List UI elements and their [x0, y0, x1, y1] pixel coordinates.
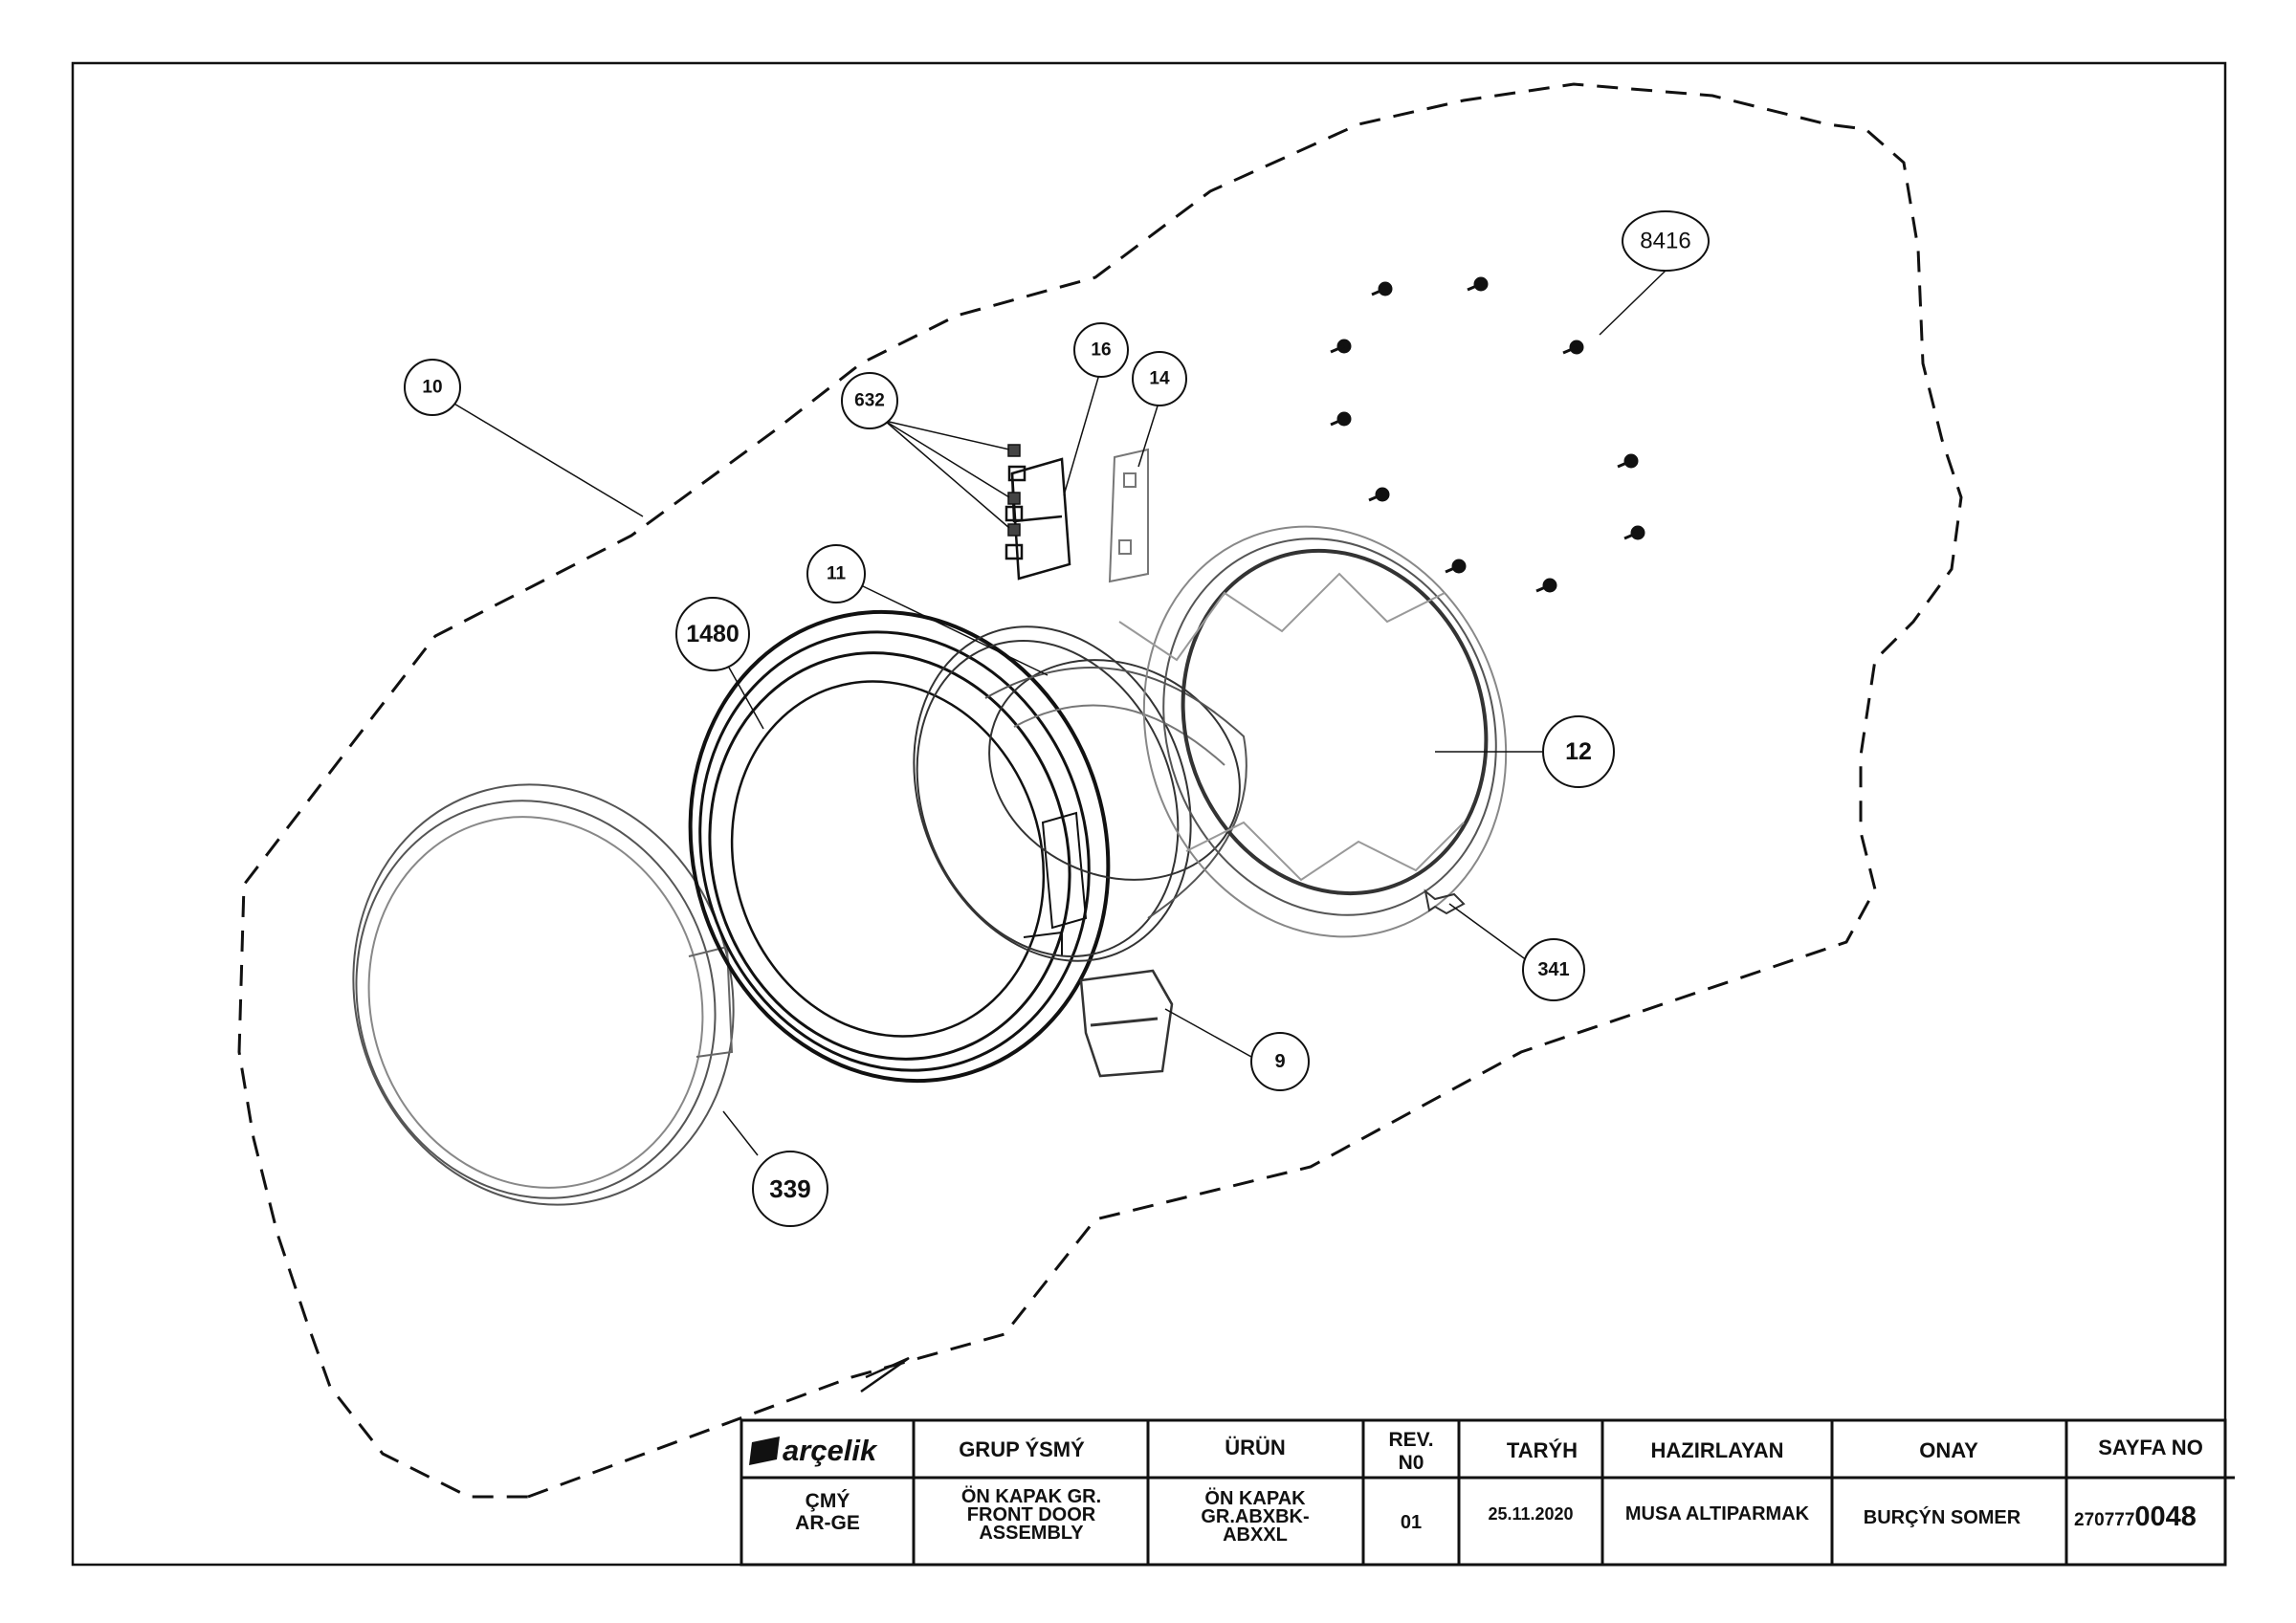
group-line3: ASSEMBLY: [979, 1523, 1084, 1544]
screw: [1371, 281, 1393, 296]
callout-632: 632: [841, 372, 898, 429]
title-block: arçelik GRUP ÝSMÝ ÜRÜN REV. N0 TARÝH HAZ…: [740, 1418, 2235, 1567]
part-14-hinge-plate: [1108, 448, 1149, 583]
screw: [1330, 411, 1352, 427]
callout-339: 339: [752, 1151, 828, 1227]
callout-8416: 8416: [1622, 210, 1710, 272]
callout-12: 12: [1542, 715, 1615, 788]
screw: [1330, 339, 1352, 354]
callout-632-label: 632: [854, 391, 885, 411]
screw: [1445, 559, 1467, 574]
header-rev-line2: N0: [1399, 1452, 1424, 1474]
product-line1: ÖN KAPAK: [1204, 1487, 1306, 1509]
part-16-hinge: [1004, 457, 1071, 581]
arcelik-logo-mark: [749, 1437, 780, 1465]
group-line2: FRONT DOOR: [967, 1504, 1096, 1525]
drawing-frame: [71, 61, 2227, 1567]
approval-value: BURÇÝN SOMER: [1864, 1505, 2021, 1528]
callout-1480: 1480: [675, 597, 750, 671]
dept-line1: ÇMÝ: [806, 1489, 850, 1512]
page-no-value: 2707770048: [2074, 1502, 2197, 1532]
callout-341: 341: [1522, 938, 1585, 1001]
screw: [1617, 453, 1639, 469]
assembly-boundary-dashed: [237, 82, 1963, 1499]
page-no-suffix: 0048: [2134, 1502, 2197, 1532]
title-block-grid: [740, 1418, 2235, 1567]
callout-339-label: 339: [769, 1174, 810, 1203]
header-group-name: GRUP ÝSMÝ: [959, 1437, 1085, 1461]
part-1480-door-ring: [688, 609, 1111, 1084]
prepared-by-value: MUSA ALTIPARMAK: [1625, 1503, 1810, 1524]
callout-10-label: 10: [422, 378, 442, 398]
callout-12-label: 12: [1565, 738, 1592, 765]
header-rev-line1: REV.: [1388, 1429, 1433, 1451]
product-line3: ABXXL: [1223, 1524, 1288, 1546]
callout-10: 10: [404, 359, 461, 416]
part-11-door-glass: [913, 625, 1247, 962]
callout-9: 9: [1250, 1032, 1310, 1091]
rev-value: 01: [1401, 1512, 1422, 1533]
screw: [1623, 525, 1645, 540]
header-approval: ONAY: [1919, 1438, 1978, 1462]
page-no-prefix: 270777: [2074, 1510, 2134, 1530]
callout-16: 16: [1073, 322, 1129, 378]
part-339-outer-ring: [352, 783, 735, 1206]
callout-11: 11: [806, 544, 866, 603]
date-value: 25.11.2020: [1488, 1504, 1573, 1524]
callout-1480-label: 1480: [686, 621, 740, 647]
screw: [1368, 487, 1390, 502]
arcelik-logo-text: arçelik: [783, 1434, 878, 1467]
header-page-no: SAYFA NO: [2098, 1436, 2203, 1459]
header-date: TARÝH: [1507, 1438, 1578, 1462]
part-9-handle: [1079, 969, 1174, 1078]
part-632-pins: [1007, 444, 1021, 537]
screw: [1467, 276, 1489, 292]
callout-8416-label: 8416: [1640, 229, 1690, 254]
screw: [1535, 578, 1557, 593]
group-line1: ÖN KAPAK GR.: [961, 1485, 1101, 1507]
callout-11-label: 11: [827, 564, 847, 584]
callout-14: 14: [1132, 351, 1187, 406]
callout-16-label: 16: [1091, 340, 1111, 361]
arcelik-logo: arçelik: [749, 1434, 878, 1467]
callout-9-label: 9: [1274, 1051, 1285, 1072]
header-prepared-by: HAZIRLAYAN: [1651, 1438, 1784, 1462]
callout-341-label: 341: [1537, 959, 1569, 980]
dept-line2: AR-GE: [795, 1512, 860, 1534]
screw: [1562, 340, 1584, 355]
part-8416-screws: [1330, 276, 1645, 593]
product-line2: GR.ABXBK-: [1201, 1506, 1309, 1527]
leader-lines: [447, 269, 1667, 1156]
part-12-inner-frame: [1118, 525, 1508, 938]
boundary-break-mark: [860, 1356, 910, 1393]
header-product: ÜRÜN: [1225, 1436, 1286, 1459]
callout-14-label: 14: [1149, 369, 1170, 389]
